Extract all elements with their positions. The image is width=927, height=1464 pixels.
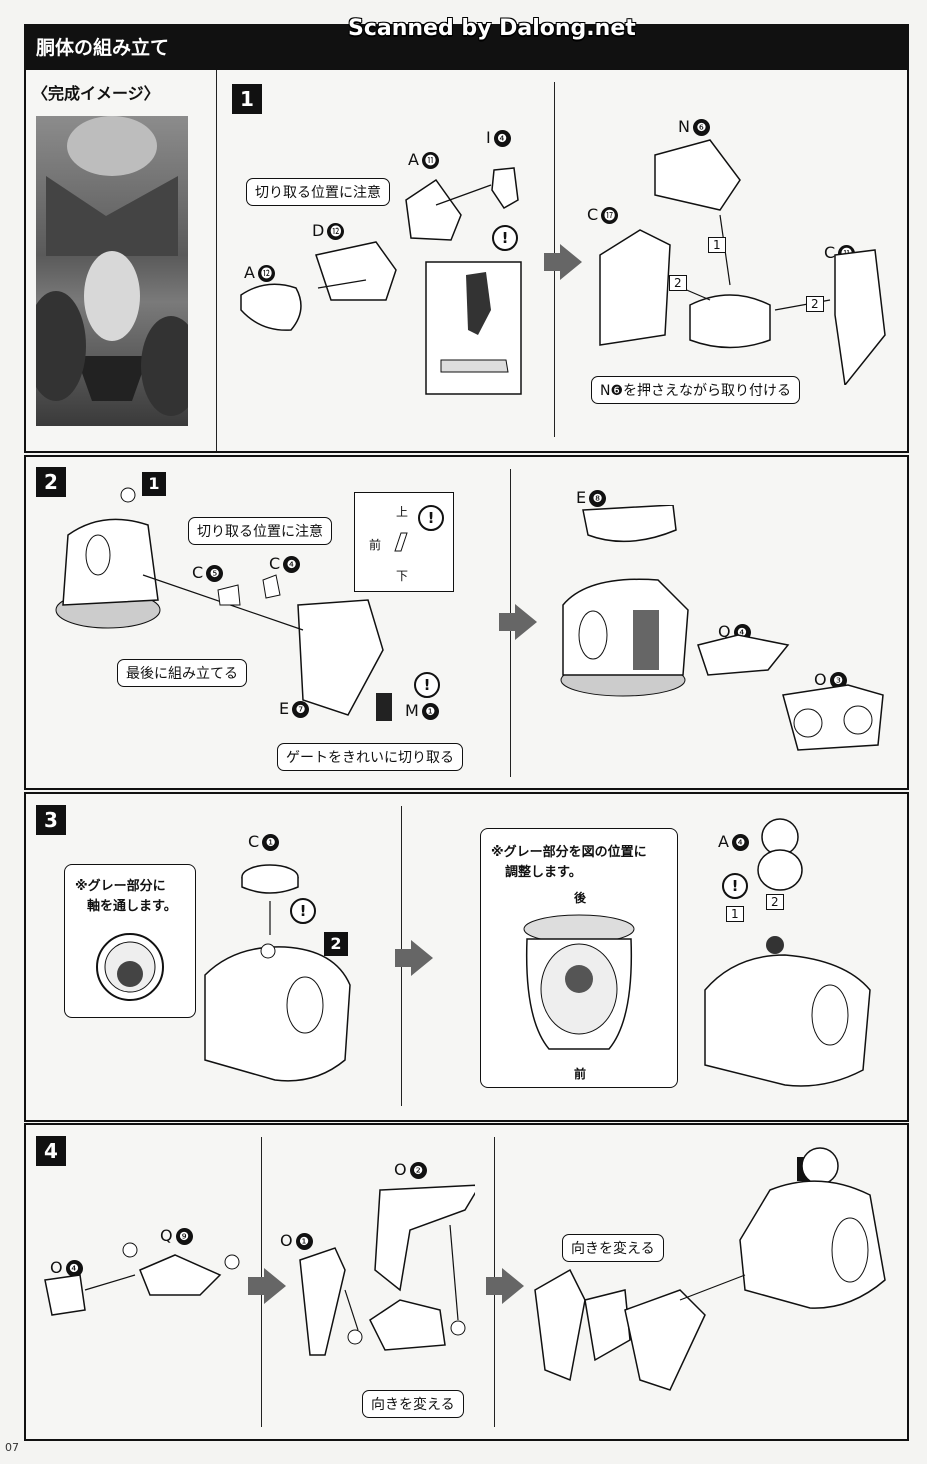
orientation-front: 前: [369, 538, 382, 552]
callout-cut-position: 切り取る位置に注意: [246, 178, 390, 206]
step-number: 2: [36, 467, 66, 497]
step-4-left-diagram: [44, 1242, 240, 1316]
progress-arrow: [486, 1268, 524, 1304]
caution-icon: !: [290, 898, 316, 924]
callout-change-direction: 向きを変える: [562, 1234, 664, 1262]
page-title: 胴体の組み立て: [36, 37, 170, 59]
caution-icon: !: [418, 505, 444, 531]
order-marker: 1: [726, 906, 744, 922]
figure-photo-illustration: [36, 116, 188, 416]
top-view-illustration: [523, 914, 635, 1050]
label-front: 前: [574, 1067, 587, 1081]
orientation-inset: 上 前 下 !: [354, 492, 454, 592]
step-4-middle-diagram: [299, 1184, 475, 1356]
caution-icon: !: [414, 672, 440, 698]
reference-step-number: 1: [142, 472, 166, 496]
callout-press-while-attaching: N❻を押さえながら取り付ける: [591, 376, 801, 404]
progress-arrow: [499, 604, 537, 640]
step-2-panel: [24, 455, 909, 790]
label-back: 後: [574, 891, 587, 905]
scan-watermark: Scanned by Dalong.net: [348, 16, 636, 41]
callout-change-direction: 向きを変える: [362, 1390, 464, 1418]
page-number: 07: [5, 1441, 19, 1454]
divider: [216, 70, 217, 451]
caution-icon: !: [492, 225, 518, 251]
step-1-assembly-diagram: [240, 167, 522, 395]
order-marker: 1: [708, 237, 726, 253]
order-marker: 2: [766, 894, 784, 910]
part-orientation-icon: [394, 532, 408, 552]
step-1-right-diagram: [599, 139, 886, 385]
step-number: 1: [232, 84, 262, 114]
note-box-adjust-position: ※グレー部分を図の位置に 調整します。 後 前: [480, 828, 678, 1088]
step-3-assembly-diagram: [204, 864, 351, 1082]
note-line: 調整します。: [505, 865, 582, 880]
caution-icon: !: [722, 873, 748, 899]
callout-cut-position: 切り取る位置に注意: [188, 517, 332, 545]
note-line: 軸を通します。: [87, 899, 177, 914]
progress-arrow: [248, 1268, 286, 1304]
completed-image-caption: 〈完成イメージ〉: [32, 84, 160, 103]
step-number: 3: [36, 805, 66, 835]
progress-arrow: [395, 940, 433, 976]
orientation-down: 下: [396, 569, 409, 583]
order-marker: 2: [669, 275, 687, 291]
order-marker: 2: [806, 296, 824, 312]
note-line: ※グレー部分に: [75, 879, 166, 894]
step-2-assembly-diagram: [55, 487, 392, 721]
reference-step-number: 2: [324, 932, 348, 956]
step-4-right-diagram: [534, 1147, 886, 1391]
callout-assemble-last: 最後に組み立てる: [117, 659, 247, 687]
step-number: 4: [36, 1136, 66, 1166]
orientation-up: 上: [396, 505, 409, 519]
progress-arrow: [544, 244, 582, 280]
step-2-right-diagram: [560, 505, 884, 751]
shaft-detail-illustration: [96, 933, 164, 1001]
completed-image-photo: [36, 116, 188, 426]
step-3-right-diagram: [704, 818, 871, 1087]
note-line: ※グレー部分を図の位置に: [491, 845, 647, 860]
callout-cut-gate-cleanly: ゲートをきれいに切り取る: [277, 743, 463, 771]
note-box-pass-shaft: ※グレー部分に 軸を通します。: [64, 864, 196, 1018]
